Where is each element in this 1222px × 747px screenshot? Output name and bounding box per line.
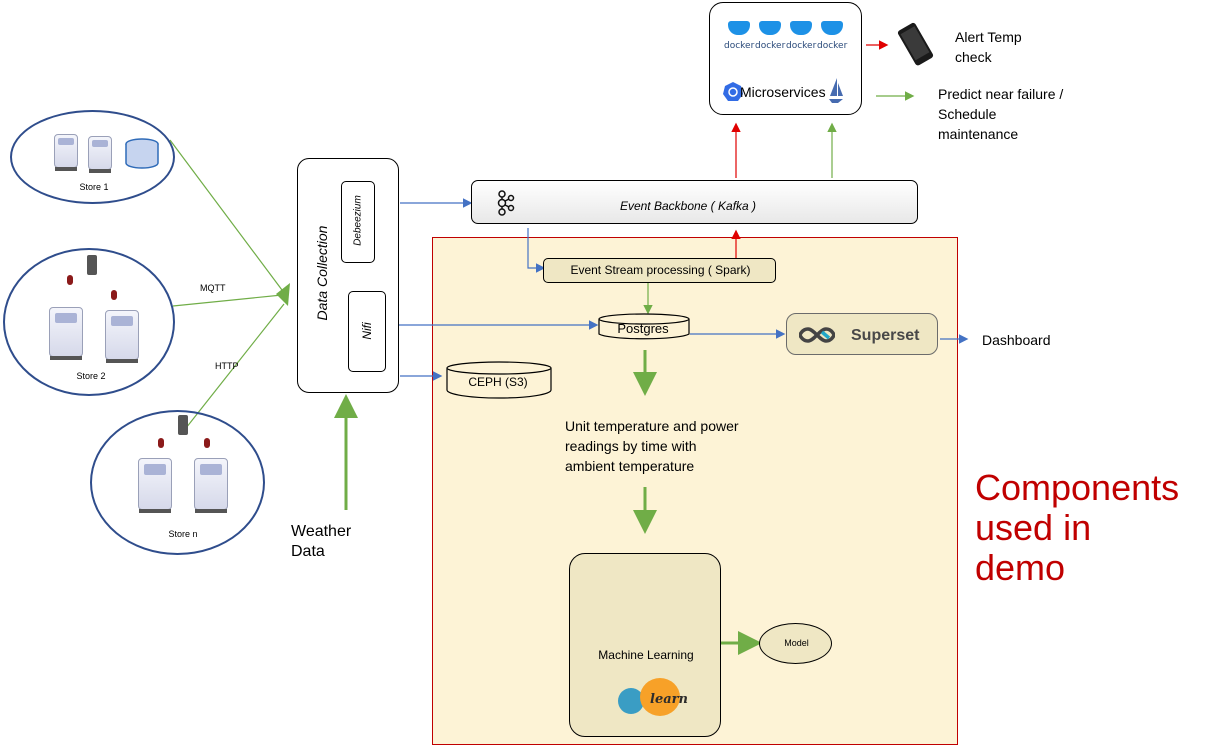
data-collection-box: Data Collection Debeezium Nifi [297, 158, 399, 393]
merge-point [276, 283, 290, 306]
store-n-label: Store n [168, 529, 198, 539]
microservices-label: Microservices [740, 84, 826, 100]
nifi-label: Nifi [360, 322, 374, 340]
docker-icon: docker [817, 21, 847, 53]
freezer-icon [88, 136, 112, 173]
postgres-label: Postgres [617, 321, 669, 336]
store-2-group: Store 2 [3, 248, 175, 396]
event-stream-processing-box: Event Stream processing ( Spark) [543, 258, 776, 283]
ceph-label: CEPH (S3) [468, 375, 528, 389]
nifi-box: Nifi [348, 291, 386, 372]
docker-icon: docker [755, 21, 785, 53]
event-backbone-box: Event Backbone ( Kafka ) [471, 180, 918, 224]
istio-icon [829, 78, 843, 103]
superset-box: Superset [786, 313, 938, 355]
data-collection-title: Data Collection [314, 225, 330, 321]
freezer-icon [105, 310, 139, 363]
debezium-label: Debeezium [352, 195, 364, 246]
microservices-box: docker docker docker docker Microservice… [709, 2, 862, 115]
weather-data-label: Weather Data [291, 523, 352, 560]
model-ellipse: Model [759, 623, 832, 664]
sensor-icon [111, 290, 117, 300]
kafka-icon [497, 190, 515, 216]
postgres-cylinder [598, 313, 690, 340]
http-label: HTTP [215, 361, 239, 371]
gateway-icon [178, 415, 188, 435]
machine-learning-box: Machine Learning learn [569, 553, 721, 737]
docker-icon: docker [724, 21, 754, 53]
superset-label: Superset [851, 327, 920, 344]
store2-link [172, 294, 283, 307]
database-icon [125, 138, 159, 169]
freezer-icon [138, 458, 172, 513]
kubernetes-icon [723, 82, 743, 101]
model-label: Model [784, 638, 809, 648]
sklearn-logo-icon: learn [618, 676, 696, 718]
superset-logo-icon [799, 327, 835, 343]
store-1-label: Store 1 [79, 182, 109, 192]
machine-learning-label: Machine Learning [598, 648, 694, 662]
event-backbone-label: Event Backbone ( Kafka ) [619, 199, 757, 213]
freezer-icon [49, 307, 83, 360]
ceph-cylinder [446, 361, 552, 399]
readings-text: Unit temperature and power readings by t… [565, 418, 739, 474]
freezer-icon [54, 134, 78, 171]
freezer-icon [194, 458, 228, 513]
debezium-box: Debeezium [341, 181, 375, 263]
sklearn-text: learn [650, 692, 688, 707]
alert-temp-check-label: Alert Temp check [955, 29, 1022, 65]
store-1-group: Store 1 [10, 110, 175, 204]
kafka-spark-link [527, 228, 546, 273]
predict-failure-label: Predict near failure / Schedule maintena… [938, 86, 1064, 142]
docker-icon: docker [786, 21, 816, 53]
gateway-icon [87, 255, 97, 275]
dashboard-label: Dashboard [982, 332, 1051, 348]
phone-icon [897, 22, 934, 66]
storen-link [185, 303, 285, 429]
event-stream-processing-label: Event Stream processing ( Spark) [570, 263, 751, 277]
store-2-label: Store 2 [76, 371, 106, 381]
store-n-group: Store n [90, 410, 265, 555]
sensor-icon [67, 275, 73, 285]
store1-link [169, 139, 283, 291]
components-used-in-demo-label: Components used in demo [975, 467, 1180, 588]
mqtt-label: MQTT [200, 283, 226, 293]
sensor-icon [204, 438, 210, 448]
sensor-icon [158, 438, 164, 448]
